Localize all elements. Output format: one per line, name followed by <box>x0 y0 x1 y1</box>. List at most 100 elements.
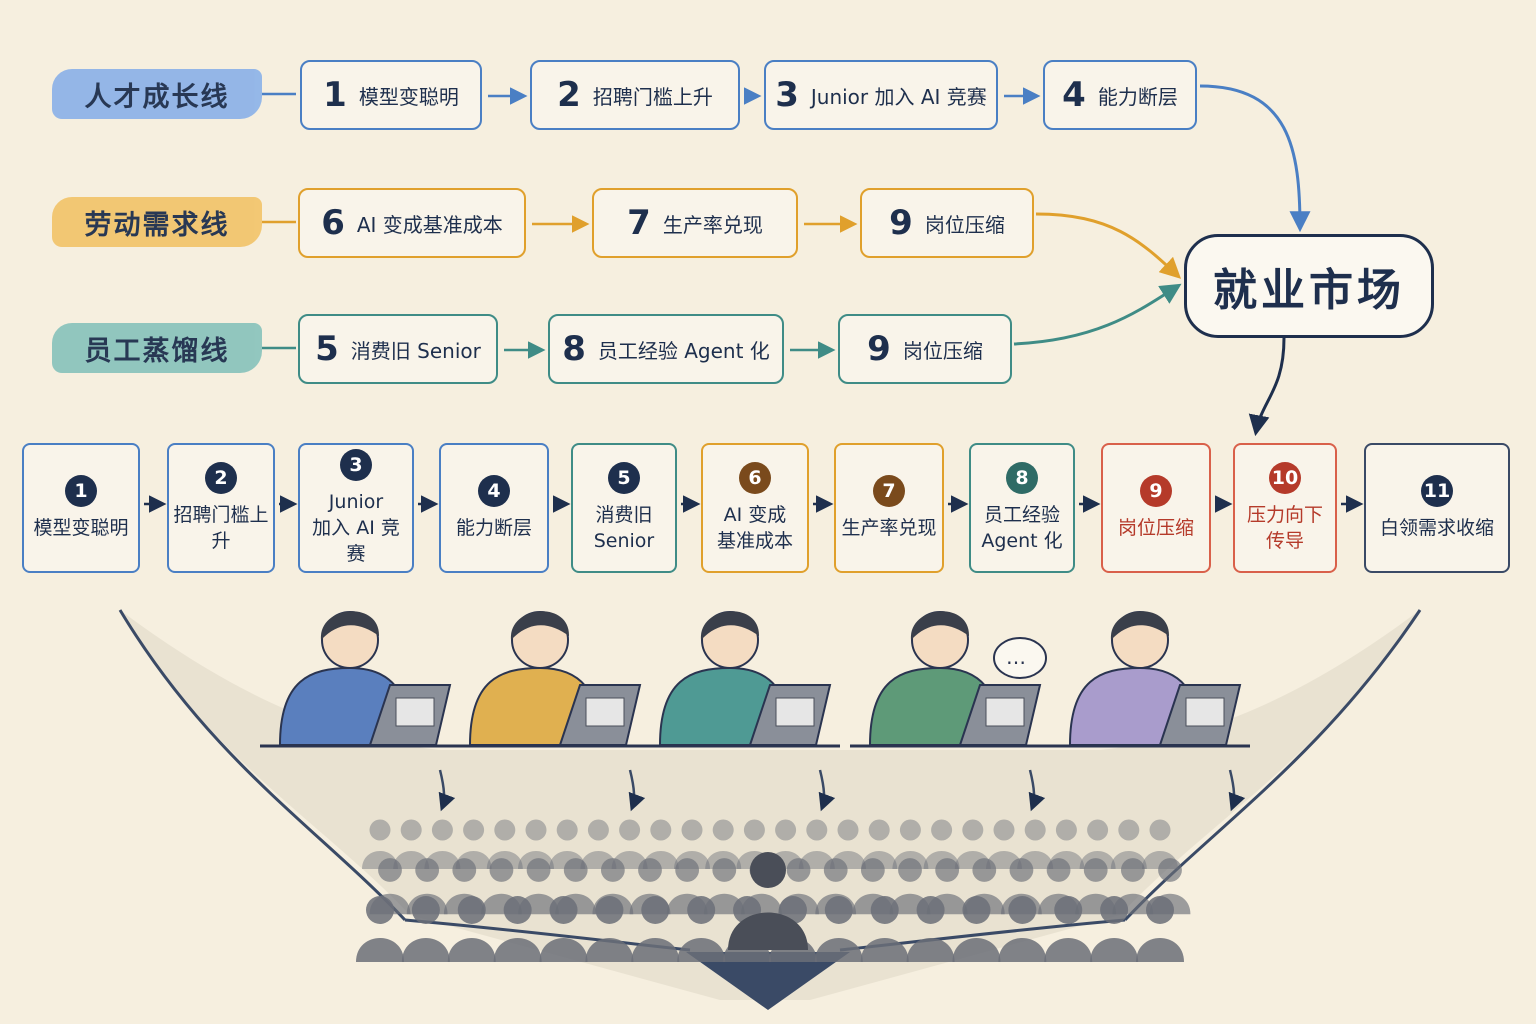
step-badge: 5 <box>608 462 640 494</box>
lane-label: 人才成长线 <box>52 69 262 119</box>
step-label-line: 员工经验 <box>983 504 1060 526</box>
front-person <box>750 852 786 888</box>
node-label: 岗位压缩 <box>924 212 1005 237</box>
lane-node: 9 岗位压缩 <box>838 314 1012 384</box>
step-label-line: Junior <box>328 491 384 513</box>
node-number: 6 <box>321 203 345 243</box>
step-badge: 6 <box>739 462 771 494</box>
lane-node: 3 Junior 加入 AI 竞赛 <box>764 60 998 130</box>
sequence-card: 2 招聘门槛上升 <box>167 443 275 573</box>
node-label: 招聘门槛上升 <box>592 84 713 109</box>
lane-node: 2 招聘门槛上升 <box>530 60 740 130</box>
step-label-line: 模型变聪明 <box>33 517 129 539</box>
spreadsheet-icon <box>748 684 832 746</box>
sequence-card: 10 压力向下传导 <box>1233 443 1337 573</box>
step-label-line: 生产率兑现 <box>841 517 937 539</box>
step-label-line: 白领需求收缩 <box>1379 517 1494 539</box>
text-doc-icon <box>1158 684 1242 746</box>
sequence-card: 4 能力断层 <box>439 443 549 573</box>
lane-node: 1 模型变聪明 <box>300 60 482 130</box>
worker-figure <box>1050 611 1250 812</box>
lane-label: 员工蒸馏线 <box>52 323 262 373</box>
step-label: 岗位压缩 <box>1114 515 1198 541</box>
step-label-line: 能力断层 <box>455 517 532 539</box>
headset-icon <box>958 684 1042 746</box>
step-badge: 4 <box>478 475 510 507</box>
funnel-arrow-icon <box>686 952 850 1010</box>
flowchart-icon <box>558 684 642 746</box>
worker-figure <box>640 611 840 812</box>
step-badge: 11 <box>1421 475 1453 507</box>
node-number: 4 <box>1062 75 1086 115</box>
step-label-line: 岗位压缩 <box>1117 517 1194 539</box>
node-number: 5 <box>315 329 339 369</box>
worker-figure <box>850 611 1050 812</box>
lane-label-text: 劳动需求线 <box>84 209 230 241</box>
node-label: 消费旧 Senior <box>350 338 481 363</box>
node-label: AI 变成基准成本 <box>356 212 503 237</box>
lane-node: 4 能力断层 <box>1043 60 1197 130</box>
sequence-card: 1 模型变聪明 <box>22 443 140 573</box>
node-label: 能力断层 <box>1097 84 1178 109</box>
step-badge: 8 <box>1006 462 1038 494</box>
sequence-card: 8 员工经验 Agent 化 <box>969 443 1075 573</box>
node-number: 2 <box>557 75 581 115</box>
step-label: 白领需求收缩 <box>1376 515 1498 541</box>
sequence-card: 6 AI 变成基准成本 <box>701 443 809 573</box>
step-label-line: 消费旧 <box>595 504 653 526</box>
step-badge: 2 <box>205 462 237 494</box>
step-badge: 10 <box>1269 462 1301 494</box>
speech-bubble-icon: … <box>993 637 1047 679</box>
funnel-illustration: … <box>118 609 1422 1010</box>
step-badge: 1 <box>65 475 97 507</box>
step-badge: 9 <box>1140 475 1172 507</box>
step-label: 能力断层 <box>452 515 536 541</box>
hub-node: 就业市场 <box>1184 234 1434 338</box>
step-label: 模型变聪明 <box>29 515 132 541</box>
sequence-card: 5 消费旧 Senior <box>571 443 677 573</box>
step-label-line: 压力向下传导 <box>1246 504 1323 552</box>
node-label: 岗位压缩 <box>902 338 983 363</box>
step-label-line: Agent 化 <box>981 530 1063 552</box>
step-label: 消费旧 Senior <box>590 502 659 554</box>
lane-label: 劳动需求线 <box>52 197 262 247</box>
step-label-line: Senior <box>593 530 655 552</box>
step-label-line: 基准成本 <box>716 530 793 552</box>
node-label: 模型变聪明 <box>358 84 459 109</box>
step-badge: 7 <box>873 475 905 507</box>
lane-node: 5 消费旧 Senior <box>298 314 498 384</box>
lane-node: 6 AI 变成基准成本 <box>298 188 526 258</box>
worker-figure <box>450 611 650 812</box>
node-number: 9 <box>889 203 913 243</box>
lane-label-text: 人才成长线 <box>84 81 230 113</box>
node-number: 7 <box>627 203 651 243</box>
hub-label: 就业市场 <box>1213 265 1405 316</box>
step-label: Junior 加入 AI 竞赛 <box>300 489 412 567</box>
step-label-line: AI 变成 <box>723 504 787 526</box>
step-label: 压力向下传导 <box>1235 502 1335 554</box>
step-label: AI 变成基准成本 <box>713 502 797 554</box>
sequence-card: 7 生产率兑现 <box>834 443 944 573</box>
node-number: 3 <box>775 75 799 115</box>
lane-node: 7 生产率兑现 <box>592 188 798 258</box>
node-label: 生产率兑现 <box>662 212 763 237</box>
step-label: 生产率兑现 <box>837 515 940 541</box>
step-label-line: 招聘门槛上升 <box>173 504 269 552</box>
svg-text:…: … <box>1006 645 1026 669</box>
lane-node: 9 岗位压缩 <box>860 188 1034 258</box>
step-badge: 3 <box>340 449 372 481</box>
lane-label-text: 员工蒸馏线 <box>84 335 230 367</box>
step-label-line: 加入 AI 竞赛 <box>312 517 400 565</box>
node-label: Junior 加入 AI 竞赛 <box>810 84 987 109</box>
node-number: 9 <box>867 329 891 369</box>
worker-figure <box>260 611 460 812</box>
step-label: 员工经验 Agent 化 <box>977 502 1066 554</box>
step-label: 招聘门槛上升 <box>169 502 273 554</box>
node-number: 1 <box>323 75 347 115</box>
node-label: 员工经验 Agent 化 <box>597 338 770 363</box>
sequence-card: 9 岗位压缩 <box>1101 443 1211 573</box>
